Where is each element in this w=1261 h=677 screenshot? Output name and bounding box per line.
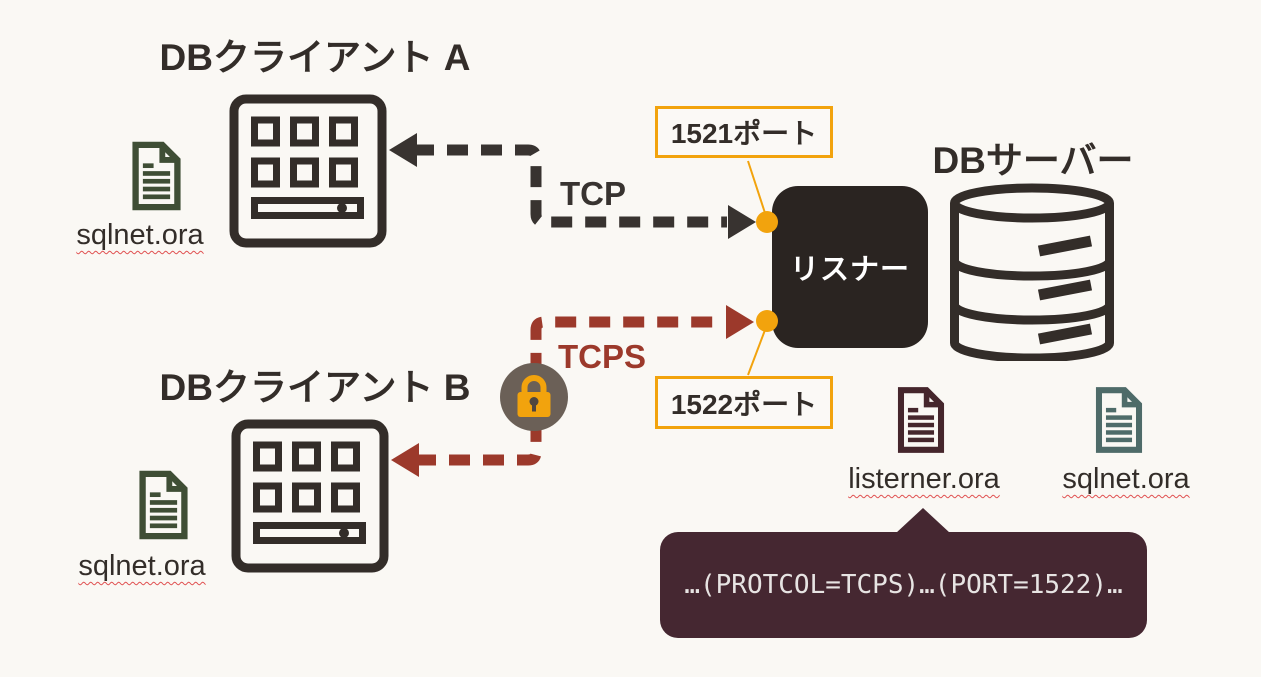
tcp-label: TCP [560,175,626,212]
port-1522-label: 1522ポート [670,388,818,420]
tcps-arrowhead-right [726,305,754,339]
tcp-arrowhead-left [389,133,417,167]
port-1521-connector-line [747,160,766,214]
tcp-arrowhead-right [728,205,756,239]
client-b-config-label: sqlnet.ora [78,550,206,582]
client-b-title: DBクライアント B [159,367,471,408]
listener-config-callout: …(PROTCOL=TCPS)…(PORT=1522)… [660,508,1147,638]
server-config-label: sqlnet.ora [1062,463,1190,495]
port-1522-box: 1522ポート [655,376,833,429]
port-dot-icon [756,211,778,233]
listener-label: リスナー [789,254,910,286]
client-a-config-label: sqlnet.ora [76,219,204,251]
document-file-icon [894,385,948,455]
document-file-icon [1092,385,1146,455]
database-cylinder-icon [950,183,1114,361]
server-title: DBサーバー [932,140,1134,181]
lock-icon [500,363,568,431]
client-a-title: DBクライアント A [159,37,471,78]
tcps-label: TCPS [558,338,647,375]
listener-config-snippet: …(PROTCOL=TCPS)…(PORT=1522)… [684,570,1123,600]
tcps-arrowhead-left [391,443,419,477]
port-1522-connector-line [747,329,766,376]
listener-box: リスナー [772,186,928,348]
tcp-dashed-line [413,144,727,228]
port-1521-label: 1521ポート [670,118,818,149]
port-dot-icon [756,310,778,332]
listener-file-label: listerner.ora [848,463,1000,495]
port-1521-box: 1521ポート [655,106,833,158]
